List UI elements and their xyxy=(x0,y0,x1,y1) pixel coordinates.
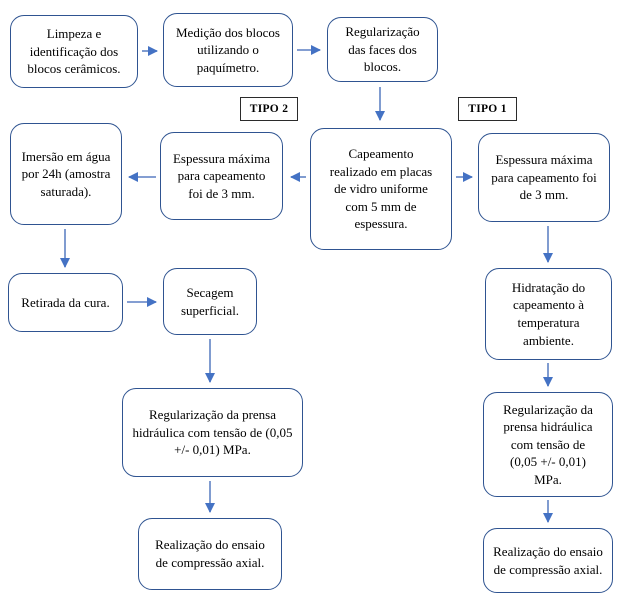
node-espessura-tipo1: Espessura máxima para capeamento foi de … xyxy=(478,133,610,222)
node-imersao-text: Imersão em água por 24h (amostra saturad… xyxy=(21,148,111,199)
node-ensaio-tipo1-text: Realização do ensaio de compressão axial… xyxy=(493,543,603,577)
label-tipo-2-text: TIPO 2 xyxy=(249,103,289,115)
node-ensaio-tipo1: Realização do ensaio de compressão axial… xyxy=(483,528,613,593)
node-espessura-tipo1-text: Espessura máxima para capeamento foi de … xyxy=(491,152,597,203)
node-secagem: Secagem superficial. xyxy=(163,268,257,335)
node-imersao: Imersão em água por 24h (amostra saturad… xyxy=(10,123,122,225)
node-regularizacao-faces-text: Regularização das faces dos blocos. xyxy=(345,24,420,75)
node-ensaio-tipo2: Realização do ensaio de compressão axial… xyxy=(138,518,282,590)
node-hidratacao: Hidratação do capeamento à temperatura a… xyxy=(485,268,612,360)
node-hidratacao-text: Hidratação do capeamento à temperatura a… xyxy=(511,279,586,348)
label-tipo-2: TIPO 2 xyxy=(240,97,298,121)
label-tipo-1: TIPO 1 xyxy=(458,97,517,121)
node-retirada-text: Retirada da cura. xyxy=(21,294,110,310)
node-retirada: Retirada da cura. xyxy=(8,273,123,332)
node-medicao: Medição dos blocos utilizando o paquímet… xyxy=(163,13,293,87)
node-secagem-text: Secagem superficial. xyxy=(180,284,240,318)
node-prensa-tipo2: Regularização da prensa hidráulica com t… xyxy=(122,388,303,477)
node-medicao-text: Medição dos blocos utilizando o paquímet… xyxy=(176,24,280,75)
label-tipo-1-text: TIPO 1 xyxy=(468,103,507,115)
node-limpeza: Limpeza e identificação dos blocos cerâm… xyxy=(10,15,138,88)
node-prensa-tipo2-text: Regularização da prensa hidráulica com t… xyxy=(132,407,293,458)
node-regularizacao-faces: Regularização das faces dos blocos. xyxy=(327,17,438,82)
node-ensaio-tipo2-text: Realização do ensaio de compressão axial… xyxy=(155,537,265,570)
node-prensa-tipo1: Regularização da prensa hidráulica com t… xyxy=(483,392,613,497)
node-capeamento-text: Capeamento realizado em placas de vidro … xyxy=(329,146,433,232)
node-capeamento: Capeamento realizado em placas de vidro … xyxy=(310,128,452,250)
node-espessura-tipo2: Espessura máxima para capeamento foi de … xyxy=(160,132,283,220)
node-prensa-tipo1-text: Regularização da prensa hidráulica com t… xyxy=(503,401,593,487)
node-limpeza-text: Limpeza e identificação dos blocos cerâm… xyxy=(27,26,121,77)
node-espessura-tipo2-text: Espessura máxima para capeamento foi de … xyxy=(172,150,271,201)
